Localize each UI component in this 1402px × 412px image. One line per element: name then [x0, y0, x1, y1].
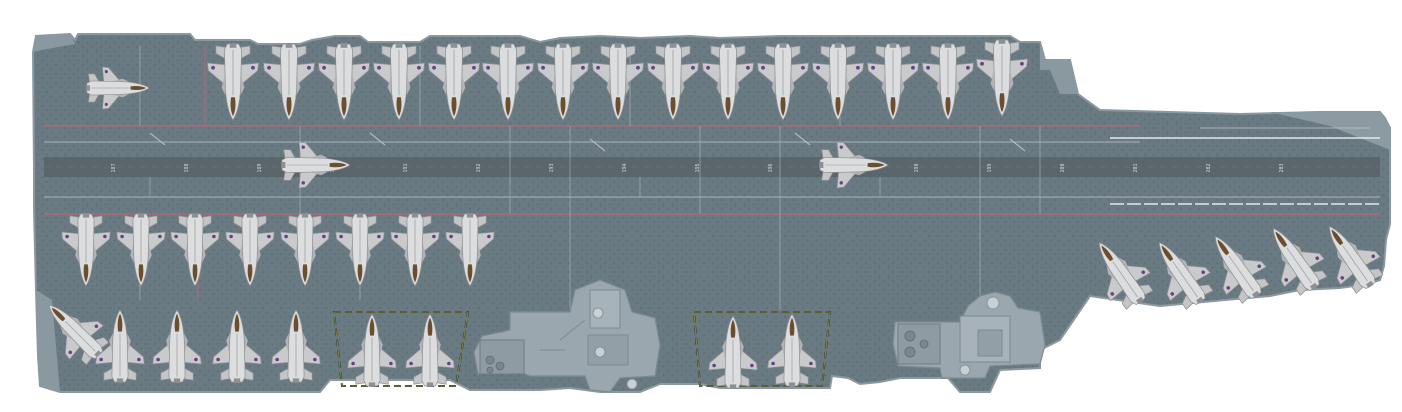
- deck-edge-panel: [1270, 112, 1390, 150]
- deck-outline: [31, 32, 1391, 393]
- island-aft: [892, 291, 1046, 379]
- runway-number-label: 189: [257, 163, 263, 172]
- runway-number-label: 201: [1133, 163, 1139, 172]
- runway-number-label: 192: [476, 163, 482, 172]
- runway-strip: [44, 157, 1380, 177]
- island-forward: [473, 279, 661, 393]
- runway-number-label: 199: [987, 163, 993, 172]
- runway-number-label: 188: [184, 163, 190, 172]
- runway-number-label: 195: [695, 163, 701, 172]
- deck-edge-panel: [36, 290, 60, 392]
- runway-number-label: 202: [1206, 163, 1212, 172]
- runway-number-label: 200: [1060, 163, 1066, 172]
- runway-number-label: 194: [622, 163, 628, 172]
- runway-number-label: 203: [1279, 163, 1285, 172]
- flight-deck: 1871881891901911921931941951961971981992…: [31, 32, 1391, 393]
- deck-edge-panel: [1040, 42, 1078, 94]
- runway-number-label: 196: [768, 163, 774, 172]
- deck-diagonal-marks: [149, 132, 1026, 152]
- runway-number-label: 191: [403, 163, 409, 172]
- runway-number-label: 193: [549, 163, 555, 172]
- runway-number-label: 198: [914, 163, 920, 172]
- runway-number-label: 187: [111, 163, 117, 172]
- deck-edge-panel: [33, 34, 75, 52]
